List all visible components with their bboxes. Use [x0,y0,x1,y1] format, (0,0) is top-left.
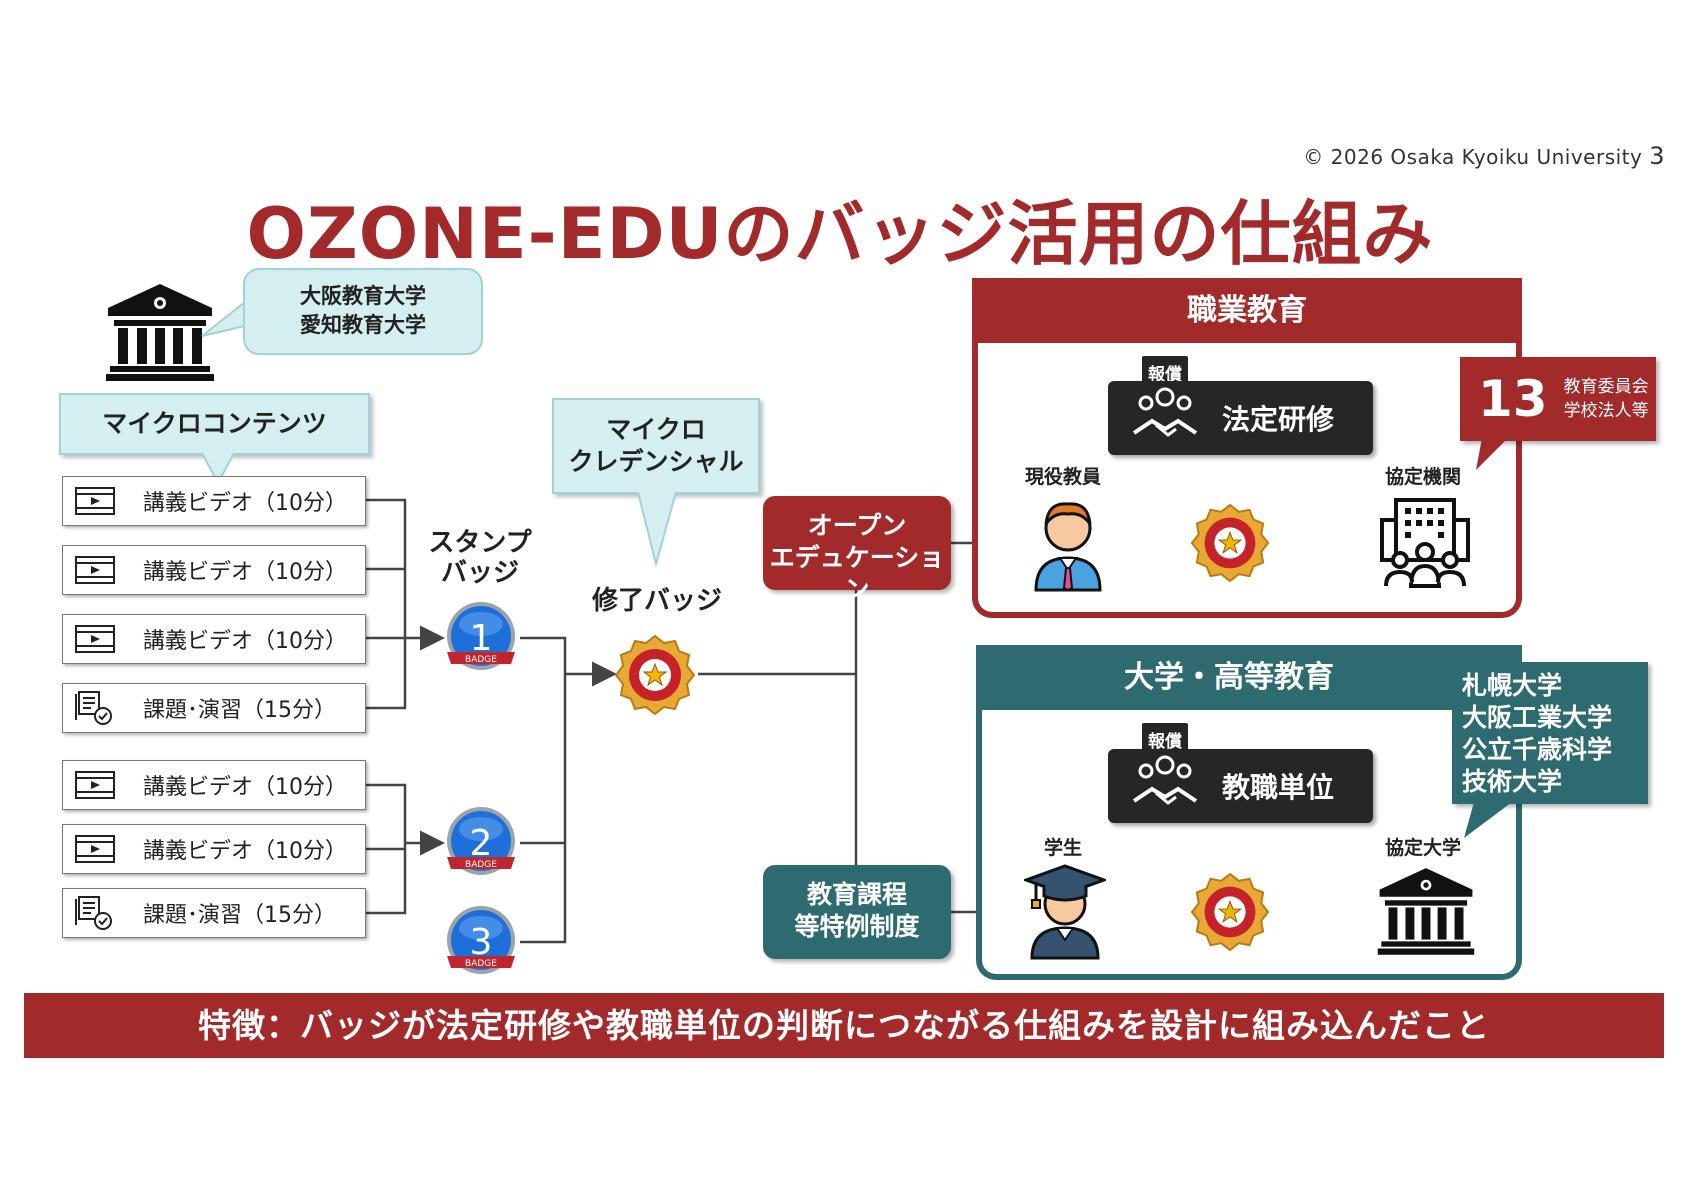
content-item[interactable]: 課題･演習（15分） [62,683,366,733]
video-icon [75,486,115,516]
page-title: OZONE-EDUのバッジ活用の仕組み [246,193,1434,275]
assignment-icon [75,691,115,725]
vocational-callout: 13 教育委員会 学校法人等 [1460,357,1656,441]
partner-university-name: 札幌大学 [1462,671,1563,700]
vocational-center-label: 法定研修 [1222,403,1335,436]
open-education-box: オープン エデュケーション [763,496,951,604]
badge-number: 1 [470,618,493,659]
content-label: 講義ビデオ（10分） [143,775,347,800]
badge-number: 3 [470,922,493,963]
university-building-icon [104,282,216,382]
higher-ed-right-role: 協定大学 [1385,837,1462,859]
content-item[interactable]: 講義ビデオ（10分） [62,824,366,874]
vocational-badge-medal-icon [1190,503,1270,583]
completion-badge-medal-icon[interactable] [614,634,696,716]
video-icon [75,555,115,585]
completion-badge-label: 修了バッジ [591,586,722,616]
vocational-callout-tail [1476,438,1508,470]
content-item[interactable]: 講義ビデオ（10分） [62,614,366,664]
partner-university-name: 公立千歳科学 [1462,735,1613,764]
micro-contents-label: マイクロコンテンツ [59,393,370,455]
partner-university-name: 技術大学 [1462,767,1563,796]
vocational-callout-number: 13 [1478,370,1548,428]
teacher-person-icon [1030,492,1106,592]
badge-caption: BADGE [465,655,497,665]
vocational-callout-text: 教育委員会 学校法人等 [1563,377,1649,421]
stamp-badge-3[interactable]: BADGE 3 [443,904,519,980]
vocational-header: 職業教育 [972,278,1522,343]
copyright-notice: © 2026 Osaka Kyoiku University 3 [1303,142,1665,170]
higher-ed-callout-tail [1464,802,1512,838]
vocational-right-role: 協定機関 [1385,466,1462,488]
higher-ed-left-role: 学生 [1044,837,1083,859]
content-item[interactable]: 講義ビデオ（10分） [62,476,366,526]
higher-ed-callout: 札幌大学 大阪工業大学 公立千歳科学 技術大学 [1452,662,1648,804]
content-item[interactable]: 課題･演習（15分） [62,888,366,938]
handshake-people-icon [1132,753,1198,820]
badge-caption: BADGE [465,959,497,969]
micro-credential-tail [637,492,677,568]
student-graduate-icon [1021,860,1109,960]
vocational-center-box: 法定研修 [1108,381,1373,455]
university-name: 大阪教育大学 [300,284,426,308]
curriculum-special-box: 教育課程 等特例制度 [763,865,951,959]
content-label: 課題･演習（15分） [143,698,336,723]
content-label: 講義ビデオ（10分） [143,629,347,654]
higher-ed-center-label: 教職単位 [1222,771,1335,804]
micro-credential-label: マイクロ クレデンシャル [552,398,760,494]
partner-university-name: 大阪工業大学 [1462,703,1613,732]
university-name: 愛知教育大学 [300,313,426,337]
partner-university-building-icon [1376,862,1476,960]
agency-building-icon [1378,496,1472,590]
stamp-badge-label: スタンプ バッジ [428,528,532,588]
video-icon [75,624,115,654]
content-label: 講義ビデオ（10分） [143,839,347,864]
higher-ed-badge-medal-icon [1190,872,1270,952]
vocational-left-role: 現役教員 [1025,466,1102,488]
handshake-people-icon [1132,385,1198,452]
content-label: 課題･演習（15分） [143,903,336,928]
university-names-bubble: 大阪教育大学 愛知教育大学 [243,268,483,355]
video-icon [75,770,115,800]
higher-ed-header: 大学・高等教育 [976,645,1522,710]
feature-summary-bar: 特徴：バッジが法定研修や教職単位の判断につながる仕組みを設計に組み込んだこと [24,993,1664,1058]
stamp-badge-2[interactable]: BADGE 2 [443,805,519,881]
video-icon [75,834,115,864]
assignment-icon [75,896,115,930]
stamp-badge-1[interactable]: BADGE 1 [443,600,519,676]
content-label: 講義ビデオ（10分） [143,560,347,585]
content-item[interactable]: 講義ビデオ（10分） [62,545,366,595]
badge-caption: BADGE [465,860,497,870]
badge-number: 2 [470,823,493,864]
content-label: 講義ビデオ（10分） [143,491,347,516]
page-number: 3 [1649,142,1665,170]
content-item[interactable]: 講義ビデオ（10分） [62,760,366,810]
higher-ed-center-box: 教職単位 [1108,749,1373,823]
